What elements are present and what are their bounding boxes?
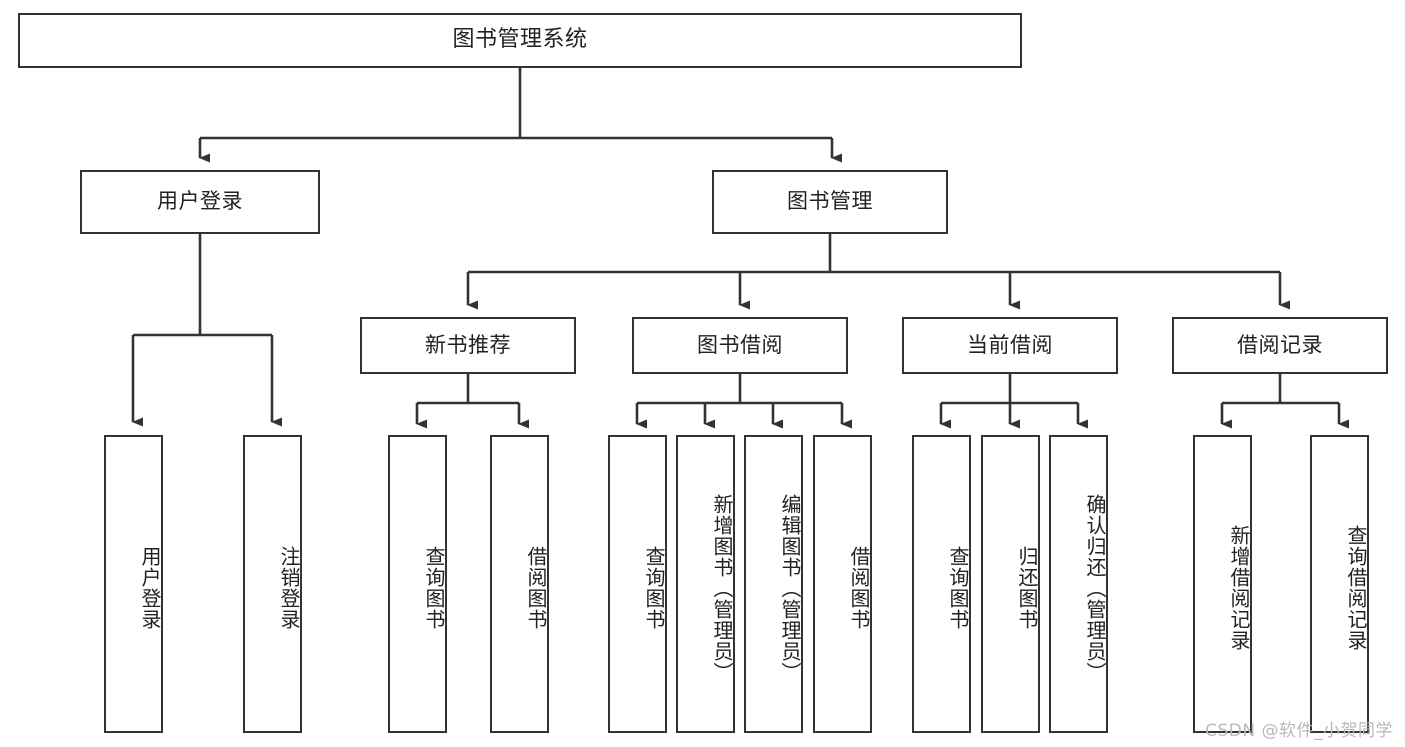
leaf-add-borrow-record[interactable]: 新增借阅记录 (1193, 435, 1252, 733)
leaf-confirm-return-admin[interactable]: 确认归还（管理员） (1049, 435, 1108, 733)
node-book-borrow[interactable]: 图书借阅 (632, 317, 848, 374)
node-borrow-record[interactable]: 借阅记录 (1172, 317, 1388, 374)
leaf-edit-book-admin[interactable]: 编辑图书（管理员） (744, 435, 803, 733)
leaf-query-book-current[interactable]: 查询图书 (912, 435, 971, 733)
leaf-query-book-new-rec[interactable]: 查询图书 (388, 435, 447, 733)
node-new-book-recommendation[interactable]: 新书推荐 (360, 317, 576, 374)
leaf-logout-login[interactable]: 注销登录 (243, 435, 302, 733)
node-root-book-management-system[interactable]: 图书管理系统 (18, 13, 1022, 68)
leaf-add-book-admin[interactable]: 新增图书（管理员） (676, 435, 735, 733)
node-user-login[interactable]: 用户登录 (80, 170, 320, 234)
leaf-query-borrow-record[interactable]: 查询借阅记录 (1310, 435, 1369, 733)
node-current-borrow[interactable]: 当前借阅 (902, 317, 1118, 374)
csdn-watermark: CSDN @软件_小贺同学 (1205, 721, 1393, 741)
leaf-borrow-book-new-rec[interactable]: 借阅图书 (490, 435, 549, 733)
leaf-user-login[interactable]: 用户登录 (104, 435, 163, 733)
leaf-query-book-borrow[interactable]: 查询图书 (608, 435, 667, 733)
node-book-management[interactable]: 图书管理 (712, 170, 948, 234)
leaf-borrow-book-borrow[interactable]: 借阅图书 (813, 435, 872, 733)
leaf-return-book[interactable]: 归还图书 (981, 435, 1040, 733)
